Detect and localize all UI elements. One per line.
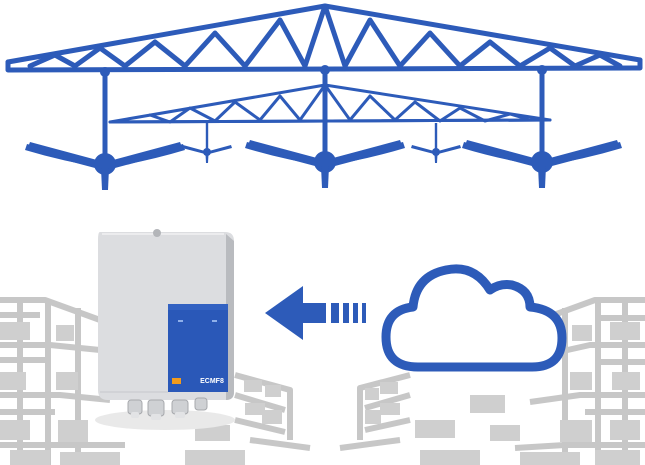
arrow-left-icon [265, 286, 366, 340]
controller-box-icon: ECMF8 [95, 229, 235, 430]
ceiling-fan-icon [25, 65, 622, 190]
warehouse-boxes-left [0, 322, 282, 465]
controller-brand-label: ECMF8 [200, 378, 224, 385]
warehouse-boxes-right [365, 322, 640, 465]
warning-badge-icon [172, 378, 181, 384]
cloud-icon [381, 264, 567, 372]
